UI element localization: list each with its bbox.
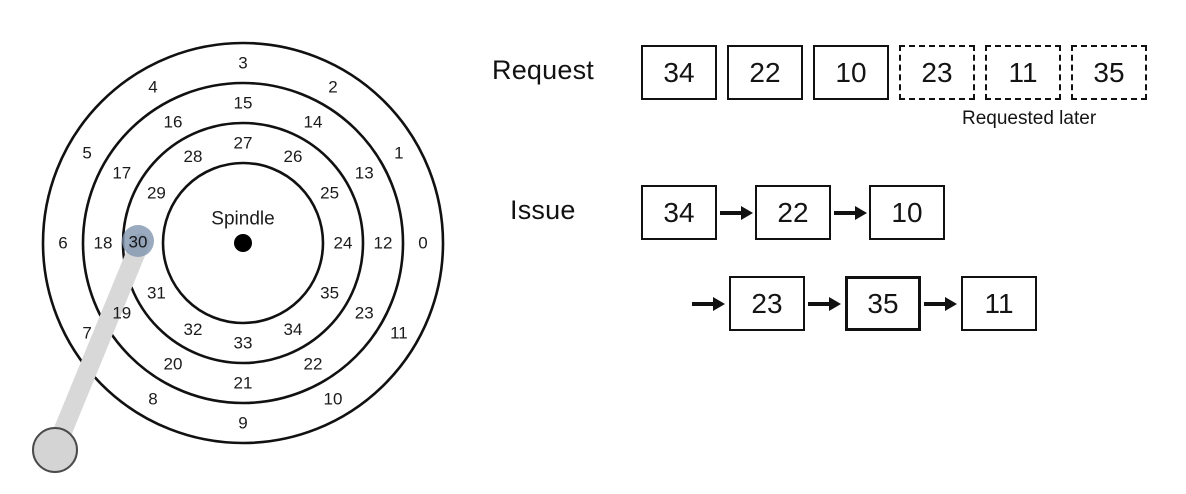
sector-label-19: 19 [112,304,131,323]
sector-label-9: 9 [238,414,247,433]
sector-label-4: 4 [148,78,157,97]
sector-label-18: 18 [94,234,113,253]
sector-label-13: 13 [355,164,374,183]
sector-label-20: 20 [164,355,183,374]
sector-label-5: 5 [82,144,91,163]
sector-label-11: 11 [390,324,408,343]
sector-labels: 0123456789101112131415161718192021222324… [58,54,427,433]
sector-label-12: 12 [374,234,393,253]
sector-label-28: 28 [184,147,203,166]
request-cell-0[interactable]: 34 [641,45,717,100]
arm-shaft [45,233,150,460]
spindle-dot [234,234,252,252]
disk-arm[interactable] [32,233,150,473]
issue-arrow-0 [720,206,753,220]
read-write-head: 30 [122,225,154,257]
sector-label-2: 2 [328,78,337,97]
sector-label-33: 33 [234,334,253,353]
issue-cell-1[interactable]: 22 [755,185,831,240]
queue-panel: Request 34 22 10 23 11 35 Requested late… [470,0,1186,494]
issue-cell-3[interactable]: 23 [729,276,805,331]
platter-svg: 30 Spindle 01234567891011121314151617181… [32,41,445,473]
sector-label-34: 34 [284,320,303,339]
requested-later-note: Requested later [962,108,1097,129]
sector-label-17: 17 [112,164,131,183]
track-circle-outer [41,41,445,445]
sector-label-0: 0 [418,234,427,253]
sector-label-25: 25 [320,184,339,203]
sector-label-3: 3 [238,54,247,73]
issue-cell-0[interactable]: 34 [641,185,717,240]
sector-label-22: 22 [304,355,323,374]
sector-label-10: 10 [324,389,343,408]
sector-label-31: 31 [147,284,166,303]
issue-arrow-1 [834,206,867,220]
sector-label-8: 8 [148,389,157,408]
sector-label-27: 27 [234,134,253,153]
sector-label-6: 6 [58,234,67,253]
sector-label-23: 23 [355,304,374,323]
sector-label-35: 35 [320,284,339,303]
track-circles [41,41,445,445]
issue-arrow-4 [924,297,957,311]
head-sector-label: 30 [129,233,148,252]
head-highlight-circle [122,225,154,257]
issue-arrow-3 [808,297,841,311]
request-cell-5[interactable]: 35 [1071,45,1147,100]
sector-label-16: 16 [164,112,183,131]
request-cell-3[interactable]: 23 [899,45,975,100]
track-circle-2 [81,81,405,405]
issue-cell-4[interactable]: 35 [845,276,921,331]
track-circle-inner [161,161,325,325]
arm-pivot [32,427,78,473]
sector-label-15: 15 [234,94,253,113]
sector-label-32: 32 [184,320,203,339]
issue-cell-5[interactable]: 11 [961,276,1037,331]
sector-label-21: 21 [234,374,253,393]
sector-label-26: 26 [284,147,303,166]
sector-label-1: 1 [394,144,403,163]
issue-arrow-2 [692,297,725,311]
sector-label-24: 24 [334,234,353,253]
sector-label-29: 29 [147,184,166,203]
request-cell-4[interactable]: 11 [985,45,1061,100]
sector-label-14: 14 [304,112,323,131]
spindle: Spindle [211,209,275,252]
spindle-label: Spindle [211,209,274,230]
request-cell-2[interactable]: 10 [813,45,889,100]
issue-cell-2[interactable]: 10 [869,185,945,240]
sector-label-7: 7 [82,324,91,343]
request-row-label: Request [492,55,594,85]
issue-row-label: Issue [510,195,576,225]
request-cell-1[interactable]: 22 [727,45,803,100]
